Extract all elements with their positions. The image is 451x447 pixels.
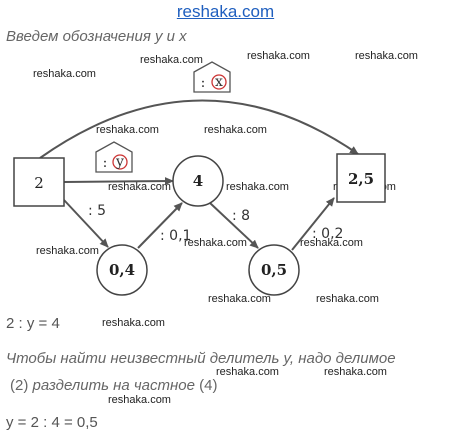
node-mid-value: 4 <box>193 172 203 190</box>
node-mid <box>172 155 224 207</box>
node-right-value: 0,5 <box>261 261 287 279</box>
node-end <box>336 153 386 203</box>
rule-line-1: Чтобы найти неизвестный делитель y, надо… <box>6 350 396 367</box>
edge-label-right-to-end: : 0,2 <box>312 226 343 242</box>
watermark: reshaka.com <box>102 317 165 329</box>
edge-start-to-mid <box>63 177 174 186</box>
watermark: reshaka.com <box>226 181 289 193</box>
edge-label-start-to-left: : 5 <box>88 203 106 219</box>
watermark: reshaka.com <box>96 124 159 136</box>
house-divider-y: : y <box>95 141 133 173</box>
site-title[interactable]: reshaka.com <box>176 2 275 21</box>
edge-left-to-mid <box>137 202 183 249</box>
house-mid-op: : <box>103 155 108 171</box>
watermark: reshaka.com <box>36 245 99 257</box>
watermark: reshaka.com <box>33 68 96 80</box>
rule-line-2-text: разделить на частное <box>28 377 200 394</box>
house-top-var: x <box>215 74 223 90</box>
edge-right-to-end <box>291 197 335 251</box>
arc-edge-start-to-end <box>39 99 359 159</box>
highlight-circle <box>112 154 128 170</box>
intro-text: Введем обозначения y и x <box>6 28 187 45</box>
watermark: reshaka.com <box>208 293 271 305</box>
node-end-value: 2,5 <box>348 170 374 188</box>
node-left-value: 0,4 <box>109 261 135 279</box>
watermark: reshaka.com <box>247 50 310 62</box>
watermark: reshaka.com <box>204 124 267 136</box>
edge-label-mid-to-right: : 8 <box>232 208 250 224</box>
watermark: reshaka.com <box>216 366 279 378</box>
quotient-paren: (4) <box>199 377 218 394</box>
house-divider-x: : x <box>193 61 231 93</box>
watermark: reshaka.com <box>355 50 418 62</box>
watermark: reshaka.com <box>184 237 247 249</box>
highlight-circle <box>211 74 227 90</box>
house-mid-var: y <box>115 154 124 170</box>
node-left <box>96 244 148 296</box>
node-start <box>13 157 65 207</box>
edge-label-left-to-mid: : 0,1 <box>160 228 191 244</box>
house-top-op: : <box>201 75 206 91</box>
rule-line-2: (2) разделить на частное (4) <box>10 377 217 394</box>
equation: 2 : y = 4 <box>6 315 60 332</box>
node-right <box>248 244 300 296</box>
dividend-paren: (2) <box>10 377 29 394</box>
watermark: reshaka.com <box>140 54 203 66</box>
watermark: reshaka.com <box>300 237 363 249</box>
watermark: reshaka.com <box>316 293 379 305</box>
watermark: reshaka.com <box>108 181 171 193</box>
edge-start-to-left <box>63 199 109 248</box>
watermark: reshaka.com <box>108 394 171 406</box>
result: y = 2 : 4 = 0,5 <box>6 414 98 431</box>
edge-mid-to-right <box>209 202 259 249</box>
watermark: reshaka.com <box>324 366 387 378</box>
node-start-value: 2 <box>34 174 44 192</box>
